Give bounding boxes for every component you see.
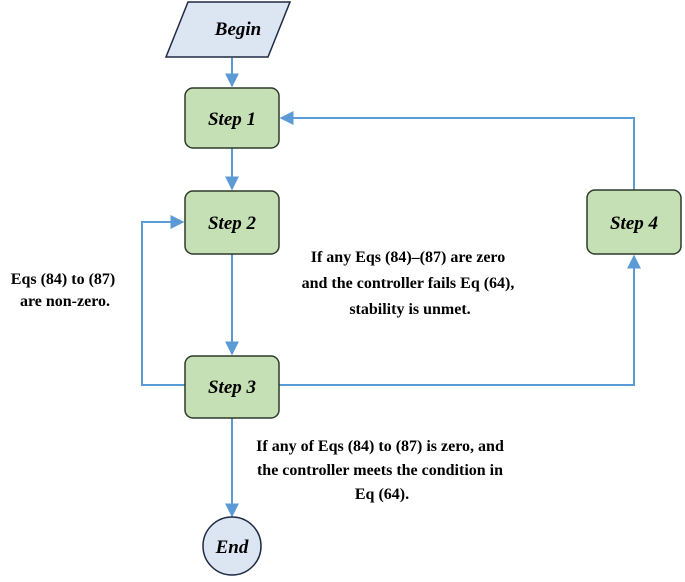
note-loop-left-line: Eqs (84) to (87) (11, 271, 115, 288)
note-to-step4-line: and the controller fails Eq (64), (302, 275, 515, 292)
step3-label: Step 3 (208, 377, 256, 398)
connectors (141, 58, 641, 518)
end-node: End (202, 516, 262, 576)
begin-node: Begin (164, 1, 292, 58)
step4-node: Step 4 (586, 189, 682, 255)
note-loop-left: Eqs (84) to (87) are non-zero. (11, 271, 119, 310)
note-loop-left-line: are non-zero. (20, 293, 110, 310)
step2-label: Step 2 (208, 213, 257, 234)
step4-label: Step 4 (610, 213, 658, 234)
begin-shape (164, 1, 292, 58)
connector-step3-step2-loop (141, 215, 185, 386)
step2-node: Step 2 (184, 190, 280, 255)
note-to-end-line: the controller meets the condition in (257, 462, 503, 479)
step4-shape (586, 189, 682, 255)
note-to-step4: If any Eqs (84)–(87) are zero and the co… (302, 249, 519, 318)
note-to-end-line: If any of Eqs (84) to (87) is zero, and (256, 438, 504, 455)
note-to-step4-line: If any Eqs (84)–(87) are zero (311, 249, 506, 266)
step3-shape (184, 355, 280, 419)
connector-step4-step1 (279, 111, 635, 190)
end-shape (202, 516, 262, 576)
step2-shape (184, 190, 280, 255)
step3-node: Step 3 (184, 355, 280, 419)
step1-label: Step 1 (208, 109, 256, 130)
connector-step3-step4 (279, 254, 641, 386)
step1-node: Step 1 (184, 87, 280, 149)
note-to-end-line: Eq (64). (355, 486, 409, 503)
step1-shape (184, 87, 280, 149)
begin-label: Begin (214, 19, 261, 40)
end-label: End (215, 537, 249, 558)
note-to-step4-line: stability is unmet. (349, 301, 470, 318)
note-to-end: If any of Eqs (84) to (87) is zero, and … (256, 438, 508, 503)
